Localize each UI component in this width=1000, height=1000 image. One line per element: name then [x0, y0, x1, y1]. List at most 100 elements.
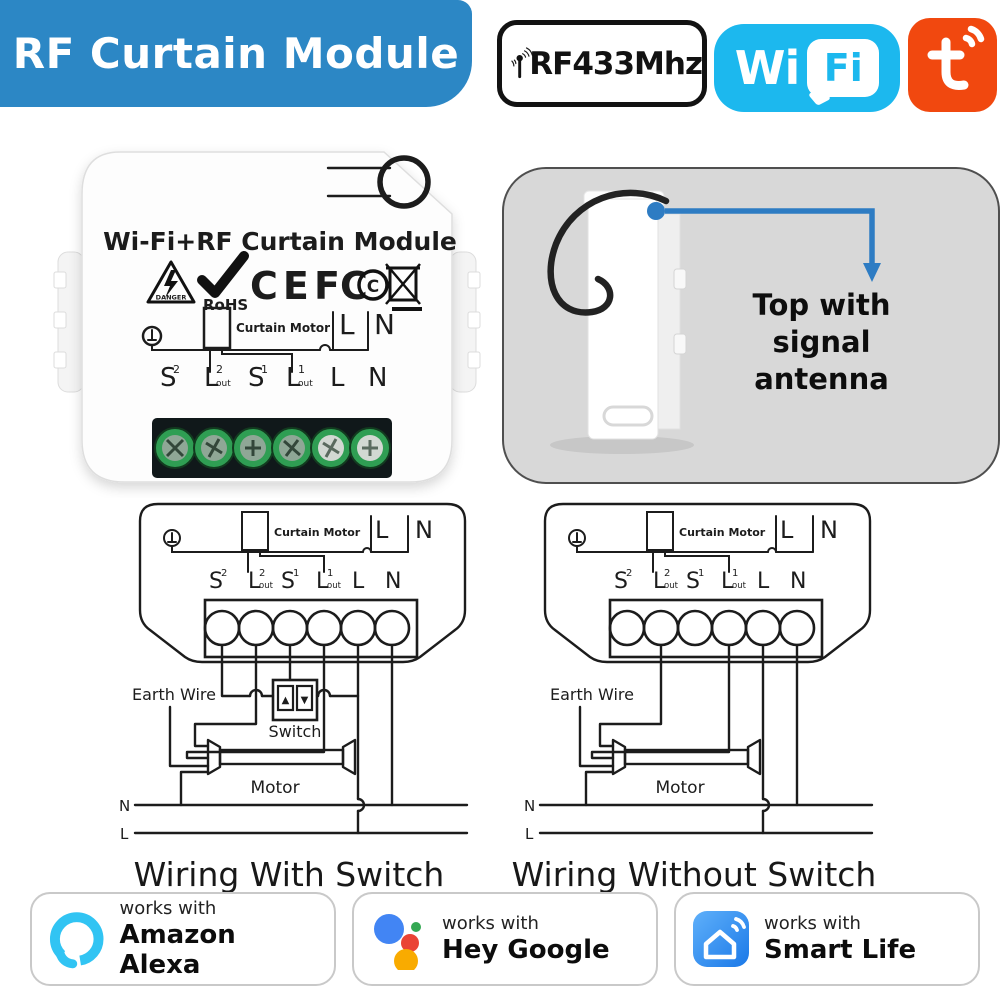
svg-text:L: L [330, 363, 345, 393]
antenna-panel: Top with signal antenna [502, 167, 1000, 484]
svg-text:L: L [339, 308, 355, 341]
badge-name: Amazon Alexa [119, 920, 236, 980]
wifi-fi-bubble: Fi [807, 39, 880, 97]
svg-text:out: out [327, 581, 342, 591]
terminal-block [608, 598, 824, 659]
device-shadow [550, 436, 694, 454]
switch-label: Switch [269, 722, 322, 741]
badge-name: Smart Life [764, 935, 917, 965]
svg-text:2: 2 [259, 568, 265, 579]
svg-text:2: 2 [221, 568, 227, 579]
svg-text:2: 2 [664, 568, 670, 579]
svg-text:L: L [375, 516, 389, 544]
l-label: L [525, 825, 534, 843]
svg-text:N: N [790, 569, 806, 594]
product-photo: Wi-Fi+RF Curtain Module DANGER RoHS CE F… [52, 140, 482, 498]
l-label: L [120, 825, 129, 843]
google-assistant-icon [374, 914, 421, 970]
wifi-fi-text: Fi [823, 46, 863, 90]
printed-diagram: Curtain Motor L N S 2 L 2 out S 1 L 1 ou… [141, 306, 395, 393]
svg-text:L: L [248, 569, 261, 594]
antenna-icon [511, 46, 533, 78]
svg-text:2: 2 [626, 568, 632, 579]
svg-text:S: S [248, 363, 265, 393]
product-name: Wi-Fi+RF Curtain Module [103, 227, 457, 256]
antenna-wire [547, 189, 670, 316]
motor-symbol [206, 738, 357, 776]
svg-text:out: out [216, 379, 231, 389]
badge-prefix: works with [442, 913, 539, 934]
panel-caption-line2: signal antenna [754, 325, 889, 396]
svg-text:N: N [368, 363, 387, 393]
svg-text:1: 1 [327, 568, 333, 579]
svg-text:L: L [204, 363, 219, 393]
wifi-badge: Wi Fi [714, 24, 900, 112]
svg-text:N: N [385, 569, 401, 594]
compatibility-badges: works with Amazon Alexa works with Hey G… [30, 892, 980, 986]
badge-smart-life: works with Smart Life [674, 892, 980, 986]
ce-mark: CE [250, 264, 314, 308]
rohs-icon: RoHS [197, 251, 249, 314]
alexa-icon [49, 912, 104, 969]
diagram-caption: Wiring Without Switch [511, 855, 877, 894]
svg-text:1: 1 [298, 363, 305, 376]
device-side-view [583, 190, 687, 440]
terminal-strip [152, 418, 392, 478]
svg-text:L: L [286, 363, 301, 393]
external-wiring [578, 643, 799, 835]
smart-life-icon [693, 911, 749, 967]
tuya-logo [908, 18, 997, 112]
mounting-ear-right [449, 251, 481, 393]
badge-prefix: works with [764, 913, 861, 934]
diagram-caption: Wiring With Switch [133, 855, 445, 894]
panel-caption: Top with signal antenna [704, 287, 939, 398]
page-title: RF Curtain Module [12, 29, 460, 78]
terminal-block [203, 598, 419, 659]
svg-text:1: 1 [732, 568, 738, 579]
module-body [81, 151, 453, 483]
motor-label: Motor [655, 778, 704, 798]
svg-text:out: out [732, 581, 747, 591]
badge-prefix: works with [119, 898, 217, 919]
svg-text:out: out [298, 379, 313, 389]
svg-text:Curtain Motor: Curtain Motor [679, 526, 766, 539]
rf433-badge: RF433Mhz [497, 20, 707, 107]
svg-text:S: S [160, 363, 177, 393]
n-label: N [119, 797, 130, 815]
svg-text:Curtain Motor: Curtain Motor [236, 321, 330, 335]
svg-text:2: 2 [216, 363, 223, 376]
keyhole-icon [326, 155, 431, 209]
title-banner: RF Curtain Module [0, 0, 472, 107]
svg-text:2: 2 [173, 363, 180, 376]
printed-diagram: Curtain Motor L N S 2 L 2 out S 1 L 1 ou… [163, 511, 433, 594]
svg-text:L: L [757, 569, 770, 594]
svg-text:N: N [820, 516, 838, 544]
motor-label: Motor [250, 778, 299, 798]
switch-up-arrow: ▲ [282, 695, 290, 706]
badge-amazon-alexa: works with Amazon Alexa [30, 892, 336, 986]
svg-text:S: S [614, 569, 628, 594]
wall-switch: ▲ ▼ [271, 678, 319, 722]
wifi-wi-text: Wi [734, 41, 801, 95]
motor-symbol [611, 738, 762, 776]
svg-text:N: N [415, 516, 433, 544]
svg-text:C: C [367, 277, 379, 297]
svg-text:L: L [780, 516, 794, 544]
svg-text:L: L [352, 569, 365, 594]
svg-text:1: 1 [293, 568, 299, 579]
svg-text:Curtain Motor: Curtain Motor [274, 526, 361, 539]
tuya-t-icon [927, 25, 985, 90]
svg-text:1: 1 [698, 568, 704, 579]
rf433-label: RF433Mhz [529, 45, 703, 82]
printed-diagram: Curtain Motor L N S 2 L 2 out S 1 L 1 ou… [568, 511, 838, 594]
diagram-with-switch: Curtain Motor L N S 2 L 2 out S 1 L 1 ou… [105, 500, 473, 894]
svg-text:L: L [316, 569, 329, 594]
switch-down-arrow: ▼ [301, 695, 309, 706]
svg-text:1: 1 [261, 363, 268, 376]
mounting-ear-left [53, 251, 85, 393]
svg-text:DANGER: DANGER [156, 294, 187, 302]
fcc-mark: FC C [314, 264, 389, 308]
danger-icon: DANGER [146, 260, 196, 304]
svg-text:S: S [686, 569, 700, 594]
